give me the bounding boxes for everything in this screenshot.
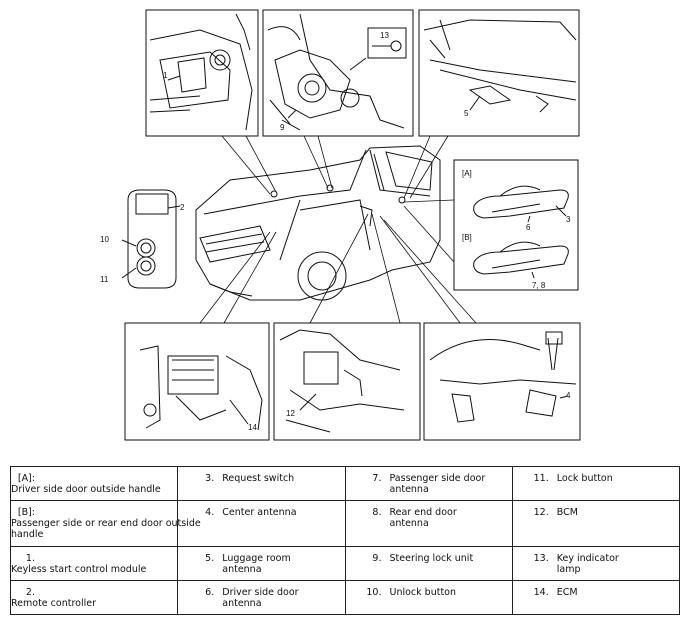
callout-11: 11 <box>100 275 109 284</box>
legend-cell: 14. ECM <box>511 580 681 615</box>
legend-item-number: 10. <box>366 587 382 598</box>
legend-item-text: ECM <box>556 587 578 598</box>
callout-A: [A] <box>462 169 472 178</box>
legend-item-text: Luggage room antenna <box>222 553 291 576</box>
legend-cell: 11. Lock button <box>511 466 681 501</box>
legend-item-number: 13. <box>533 553 549 565</box>
inset-door-handles <box>453 159 579 291</box>
callout-5: 5 <box>464 109 469 118</box>
callout-12: 12 <box>286 409 295 418</box>
legend-item-text: Driver side door outside handle <box>11 484 161 495</box>
inset-ecm <box>124 322 270 441</box>
legend-item-text: Rear end door antenna <box>389 506 457 529</box>
legend-cell: 13. Key indicator lamp <box>511 546 681 581</box>
legend-item-number: 14. <box>533 587 549 598</box>
callout-7-8: 7, 8 <box>532 281 546 290</box>
legend-cell: 8. Rear end door antenna <box>344 499 513 548</box>
legend-item-number: 8. <box>372 506 382 518</box>
legend-item-number: 7. <box>372 473 382 484</box>
legend-item-text: Lock button <box>556 473 613 484</box>
inset-bcm <box>273 322 421 441</box>
legend-row: 1.Keyless start control module 5. Luggage … <box>9 546 681 581</box>
legend-item-number: 4. <box>205 506 215 518</box>
callout-labels: 1 9 13 5 2 10 11 [A] [B] 6 3 7, 8 14 12 … <box>100 31 571 432</box>
legend-item-number: 2. <box>25 587 35 598</box>
legend-cell: 6. Driver side door antenna <box>177 580 346 615</box>
legend-cell: 7. Passenger side door antenna <box>344 466 513 501</box>
legend-cell: 9. Steering lock unit <box>344 546 513 581</box>
legend-item-number: 5. <box>205 553 215 565</box>
legend-item-text: Passenger side door antenna <box>389 473 486 495</box>
callout-3: 3 <box>566 215 571 224</box>
legend-row: [B]:Passenger side or rear end door outs… <box>9 499 681 548</box>
legend-item-text: Request switch <box>222 473 295 484</box>
callout-B: [B] <box>462 233 472 242</box>
legend-item-number: 3. <box>205 473 215 484</box>
legend-cell: 3. Request switch <box>177 466 346 501</box>
legend-item-text: Center antenna <box>222 506 297 518</box>
callout-9: 9 <box>280 123 285 132</box>
legend-row: [A]:Driver side door outside handle 3. Req… <box>9 466 681 501</box>
legend-item-text: Remote controller <box>11 598 96 609</box>
legend-cell: 4. Center antenna <box>177 499 346 548</box>
legend-cell: 10. Unlock button <box>344 580 513 615</box>
remote-controller <box>121 189 181 289</box>
legend-item-text: Key indicator lamp <box>556 553 619 576</box>
callout-1: 1 <box>163 71 168 80</box>
legend-item-number: 9. <box>372 553 382 565</box>
inset-center-antenna <box>423 322 581 441</box>
leader-lines <box>199 135 477 324</box>
legend-item-text: Unlock button <box>389 587 457 598</box>
legend-item-number: 12. <box>533 506 549 518</box>
legend-item-number: 1. <box>25 553 35 565</box>
callout-6: 6 <box>526 223 531 232</box>
component-location-diagram: 1 9 13 5 2 10 11 [A] [B] 6 3 7, 8 14 12 … <box>100 9 581 441</box>
vehicle-drawing <box>195 145 441 301</box>
legend-cell: [A]:Driver side door outside handle <box>9 466 179 501</box>
inset-luggage-antenna <box>418 9 580 137</box>
callout-2: 2 <box>180 203 185 212</box>
inset-keyless-module <box>145 9 259 137</box>
callout-13: 13 <box>380 31 389 40</box>
legend-cell: 5. Luggage room antenna <box>177 546 346 581</box>
legend-item-number: 11. <box>533 473 549 484</box>
legend-item-text: Steering lock unit <box>389 553 474 565</box>
callout-14: 14 <box>248 423 257 432</box>
legend-cell: 2.Remote controller <box>9 580 179 615</box>
legend-item-text: Keyless start control module <box>11 564 147 576</box>
inset-steering-lock <box>262 9 414 137</box>
legend-row: 2.Remote controller 6. Driver side door an… <box>9 580 681 615</box>
callout-4: 4 <box>566 391 571 400</box>
legend-item-number: [B]: <box>17 506 35 518</box>
callout-10: 10 <box>100 235 109 244</box>
legend-item-text: Passenger side or rear end door outside … <box>11 517 201 540</box>
legend-item-text: BCM <box>556 506 578 518</box>
legend-cell: [B]:Passenger side or rear end door outs… <box>9 499 201 548</box>
legend-cell: 1.Keyless start control module <box>9 546 179 581</box>
legend-item-number: [A]: <box>17 473 35 484</box>
legend-item-number: 6. <box>205 587 215 598</box>
legend-cell: 12. BCM <box>511 499 681 548</box>
component-legend-table: [A]:Driver side door outside handle 3. Req… <box>9 466 681 615</box>
legend-item-text: Driver side door antenna <box>222 587 299 609</box>
